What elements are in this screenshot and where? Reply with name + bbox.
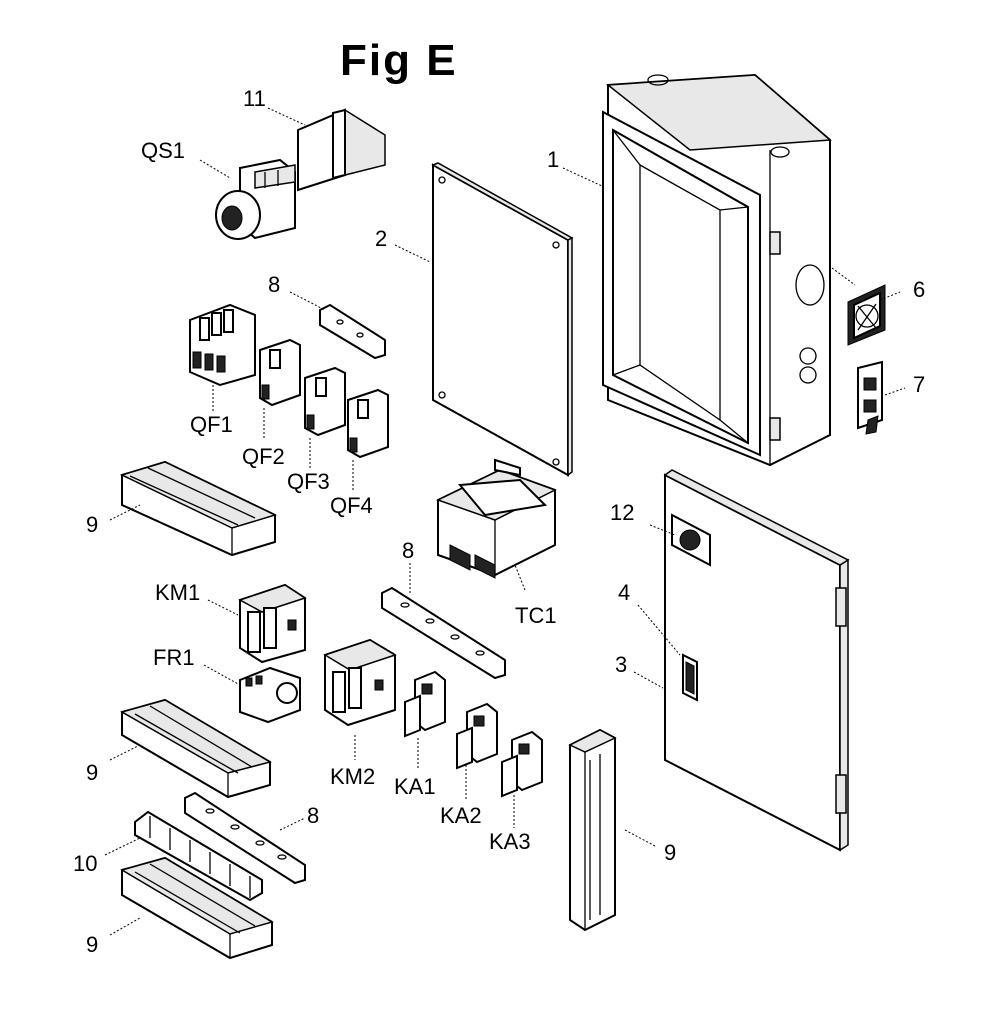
relay-ka1: [404, 670, 446, 738]
din-rail-bottom: [184, 791, 306, 885]
din-rail-top: [319, 303, 386, 360]
leader-lines: [104, 107, 906, 936]
wire-duct-1: [119, 460, 278, 557]
label-qf2: QF2: [242, 444, 285, 469]
power-receptacle: [857, 360, 883, 435]
label-tc1: TC1: [515, 603, 557, 628]
label-8-middle: 8: [402, 538, 415, 563]
label-11: 11: [243, 86, 266, 111]
label-3: 3: [615, 652, 628, 677]
label-1: 1: [547, 147, 560, 172]
wire-duct-2: [120, 698, 272, 799]
label-km1: KM1: [155, 580, 201, 605]
figure-title: Fig E: [340, 36, 458, 85]
label-6: 6: [913, 277, 926, 302]
disconnect-switch: [215, 158, 296, 240]
circuit-breaker-qf2: [259, 338, 301, 407]
contactor-km1: [238, 583, 307, 664]
enclosure-door: [663, 469, 850, 852]
terminal-block-strip: [134, 810, 263, 902]
label-12: 12: [610, 500, 635, 525]
circuit-breaker-qf3: [304, 366, 346, 437]
contactor-km2: [323, 638, 397, 727]
circuit-breaker-qf4: [347, 388, 389, 459]
label-km2: KM2: [330, 764, 376, 789]
label-ka1: KA1: [394, 774, 436, 799]
relay-ka3: [501, 730, 543, 798]
label-10: 10: [73, 851, 98, 876]
label-9-middle: 9: [86, 760, 99, 785]
cooling-fan: [847, 284, 886, 346]
circuit-breaker-qf1: [189, 303, 256, 387]
overload-relay-fr1: [239, 666, 301, 724]
label-ka3: KA3: [489, 829, 531, 854]
wire-duct-3: [120, 856, 274, 960]
label-9-upper: 9: [86, 512, 99, 537]
label-qf1: QF1: [190, 412, 233, 437]
relay-ka2: [456, 702, 498, 770]
label-qf3: QF3: [287, 469, 330, 494]
label-9-bottom: 9: [86, 932, 99, 957]
enclosure-box: [602, 73, 832, 467]
label-8-top: 8: [268, 272, 281, 297]
label-qf4: QF4: [330, 493, 373, 518]
label-qs1: QS1: [141, 138, 186, 163]
label-ka2: KA2: [440, 803, 482, 828]
label-4: 4: [618, 580, 631, 605]
label-7: 7: [913, 372, 926, 397]
label-8-bottom: 8: [307, 803, 320, 828]
wire-duct-vertical: [568, 728, 617, 932]
mounting-bracket: [297, 108, 386, 192]
control-transformer: [436, 458, 557, 579]
din-rail-middle: [381, 586, 506, 680]
label-9-vertical: 9: [664, 840, 677, 865]
mounting-panel: [431, 162, 574, 477]
label-2: 2: [375, 226, 388, 251]
label-fr1: FR1: [153, 645, 195, 670]
